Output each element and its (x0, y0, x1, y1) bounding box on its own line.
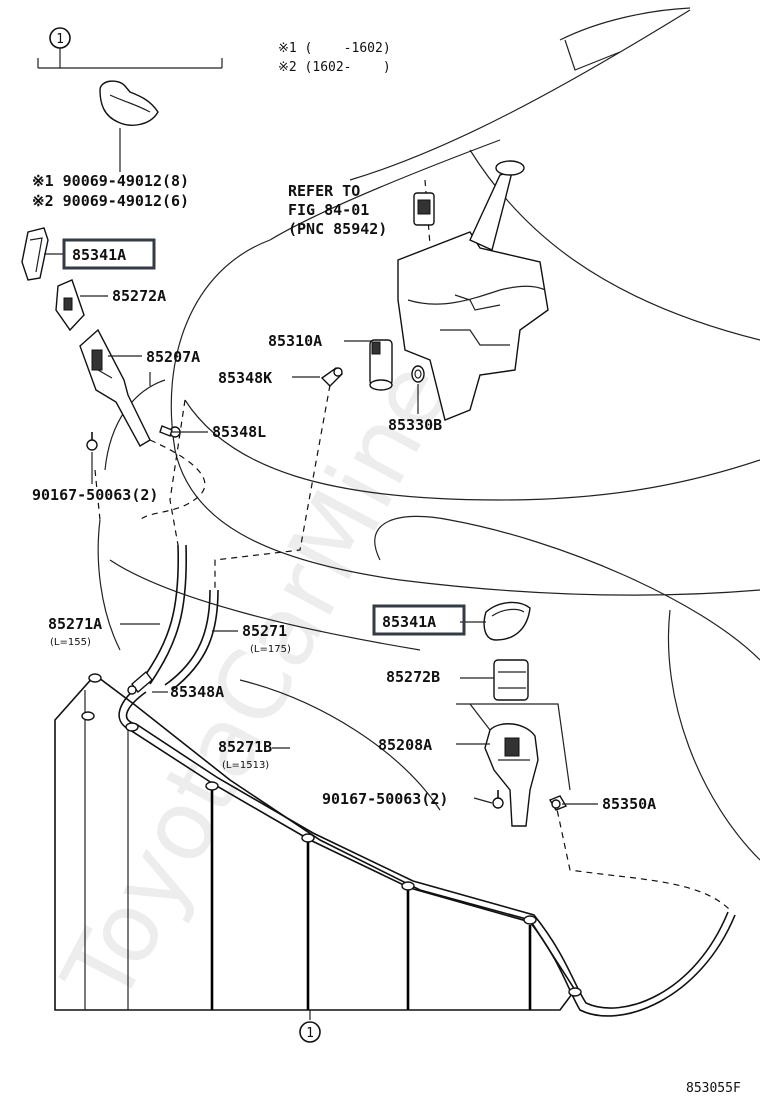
label-85341A-right[interactable]: 85341A (382, 613, 436, 631)
label-85271B[interactable]: 85271B (218, 738, 272, 756)
label-85348A[interactable]: 85348A (170, 683, 224, 701)
label-85271[interactable]: 85271 (242, 622, 287, 640)
bolt-90167-right (492, 790, 504, 809)
highlight-box-85341A-top (62, 238, 156, 270)
joint-85350A (548, 795, 568, 811)
label-85207A[interactable]: 85207A (146, 348, 200, 366)
footnote-2: ※2 (1602- ) (278, 60, 391, 75)
cover-85341A-left (21, 227, 49, 281)
joint-85348K (320, 367, 343, 387)
label-85272A[interactable]: 85272A (112, 287, 166, 305)
clip-part-1: ※1 90069-49012(8) (32, 172, 189, 190)
label-85272B[interactable]: 85272B (386, 668, 440, 686)
holder-85272B (493, 659, 529, 701)
bumper-panel (54, 673, 576, 1011)
label-85271A[interactable]: 85271A (48, 615, 102, 633)
label-85208A[interactable]: 85208A (378, 736, 432, 754)
refer-line-2: FIG 84-01 (288, 201, 369, 219)
label-85271A-length: (L=155) (50, 637, 91, 648)
grommet-85330B (411, 365, 425, 383)
washer-pump-85310A (369, 339, 393, 391)
callout-1-bottom-text: 1 (306, 1026, 314, 1041)
leader-lines (37, 48, 598, 1020)
refer-line-1: REFER TO (288, 182, 360, 200)
bolt-90167-left (86, 432, 98, 451)
nozzle-85207A (79, 328, 151, 447)
hose-85271A (141, 544, 188, 685)
label-85330B[interactable]: 85330B (388, 416, 442, 434)
figure-code: 853055F (686, 1081, 741, 1096)
highlight-box-85341A-right (372, 604, 466, 636)
label-85350A[interactable]: 85350A (602, 795, 656, 813)
label-85348L[interactable]: 85348L (212, 423, 266, 441)
label-85341A-top[interactable]: 85341A (72, 246, 126, 264)
hose-85271 (164, 589, 219, 691)
nozzle-85208A (484, 723, 539, 827)
footnote-1: ※1 ( -1602) (278, 41, 391, 56)
hose-clip (99, 80, 159, 126)
cover-85341A-right (483, 601, 531, 641)
callout-1-bottom: 1 (299, 1021, 321, 1043)
label-90167-top[interactable]: 90167-50063(2) (32, 486, 158, 504)
washer-tank (397, 160, 549, 421)
refer-line-3: (PNC 85942) (288, 220, 387, 238)
joint-85348A (127, 670, 153, 695)
label-85271-length: (L=175) (250, 644, 291, 655)
holder-85272A (55, 279, 85, 332)
label-85310A[interactable]: 85310A (268, 332, 322, 350)
label-85271B-length: (L=1513) (222, 760, 269, 771)
label-85348K[interactable]: 85348K (218, 369, 272, 387)
clip-part-2: ※2 90069-49012(6) (32, 192, 189, 210)
hose-85271B (81, 673, 736, 1017)
label-90167-bottom[interactable]: 90167-50063(2) (322, 790, 448, 808)
callout-1-top-text: 1 (56, 32, 64, 47)
callout-1-top: 1 (49, 27, 71, 49)
